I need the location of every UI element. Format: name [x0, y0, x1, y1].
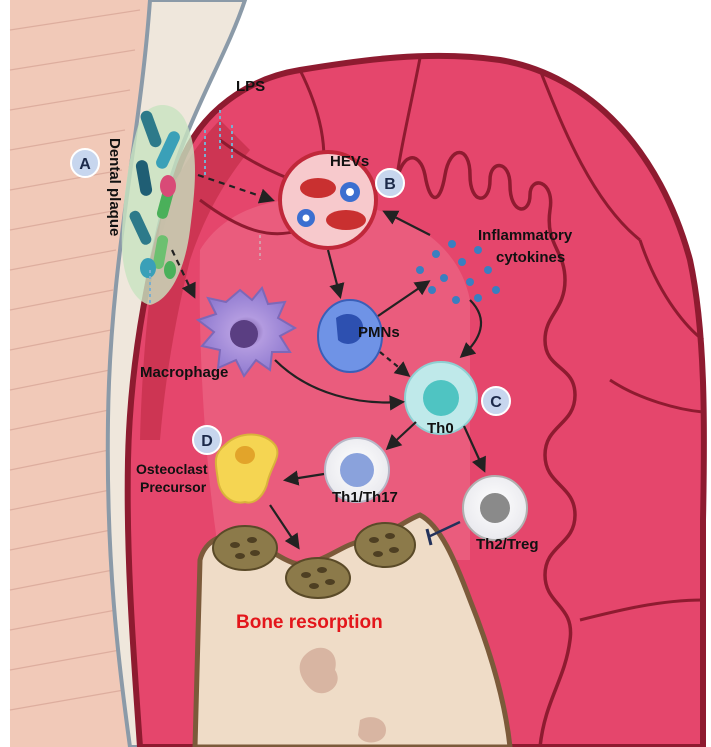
th0-label: Th0: [427, 420, 454, 437]
rete-ridges: [393, 151, 577, 747]
bone-marrow-space-2: [358, 717, 386, 743]
badge-c-letter: C: [490, 394, 502, 411]
th2-treg-cell: [462, 475, 528, 541]
arrow-precursor-to-osteoclast: [269, 504, 300, 550]
arrow-cytokines-to-hev: [382, 210, 431, 236]
dental-plaque-biofilm: [121, 105, 195, 305]
osteoclast-label: Osteoclast: [136, 461, 208, 477]
th1-th17-label: Th1/Th17: [332, 489, 398, 506]
badge-a-letter: A: [79, 156, 91, 173]
arrow-hev-to-pmn: [326, 249, 345, 299]
osteoclast-1: [212, 525, 278, 571]
cytokine-dots: [416, 240, 500, 304]
arrows: [171, 173, 486, 550]
hevs-label: HEVs: [330, 153, 369, 170]
arrow-pmn-to-cytokines: [377, 280, 431, 317]
osteoclast-3: [354, 522, 416, 568]
bone-resorption-label: Bone resorption: [236, 612, 383, 633]
lps-molecules: [149, 110, 261, 305]
badge-d-letter: D: [201, 433, 213, 450]
cytokines-label: cytokines: [496, 249, 565, 266]
th2-treg-label: Th2/Treg: [476, 536, 539, 553]
bone-marrow-space: [299, 647, 338, 694]
badge-b-letter: B: [384, 176, 396, 193]
arrow-plaque-to-hev: [197, 173, 275, 204]
inflammatory-label: Inflammatory: [478, 227, 573, 244]
arrow-cytokines-to-th0: [459, 299, 482, 359]
inhibition-th2-to-osteoclast: [427, 520, 461, 539]
pmn-cell: [317, 299, 383, 373]
lps-label: LPS: [236, 78, 265, 95]
precursor-label: Precursor: [140, 479, 207, 495]
badge-c: C: [481, 386, 511, 416]
hev-vessel: [278, 150, 378, 250]
osteoclast-cells: [212, 522, 416, 599]
th0-cell: [404, 361, 478, 435]
arrow-pmn-to-th0: [379, 351, 411, 377]
osteoclast-2: [285, 557, 351, 599]
arrow-th1-to-precursor: [282, 470, 325, 486]
tooth-root: [9, 0, 150, 747]
arrow-macrophage-to-th0: [274, 359, 406, 411]
inhibition-bar: [425, 528, 433, 546]
th1-th17-cell: [324, 437, 390, 503]
badge-d: D: [192, 425, 222, 455]
badge-a: A: [70, 148, 100, 178]
pmns-label: PMNs: [358, 324, 400, 341]
macrophage-label: Macrophage: [140, 364, 228, 381]
osteoclast-precursor-cell: [214, 433, 279, 504]
arrow-th0-to-th2: [462, 425, 486, 473]
arrow-th0-to-th1: [385, 421, 417, 451]
dental-plaque-label: Dental plaque: [106, 138, 123, 236]
arrow-plaque-to-macrophage: [171, 249, 196, 299]
badge-b: B: [375, 168, 405, 198]
macrophage-cell: [195, 286, 298, 378]
